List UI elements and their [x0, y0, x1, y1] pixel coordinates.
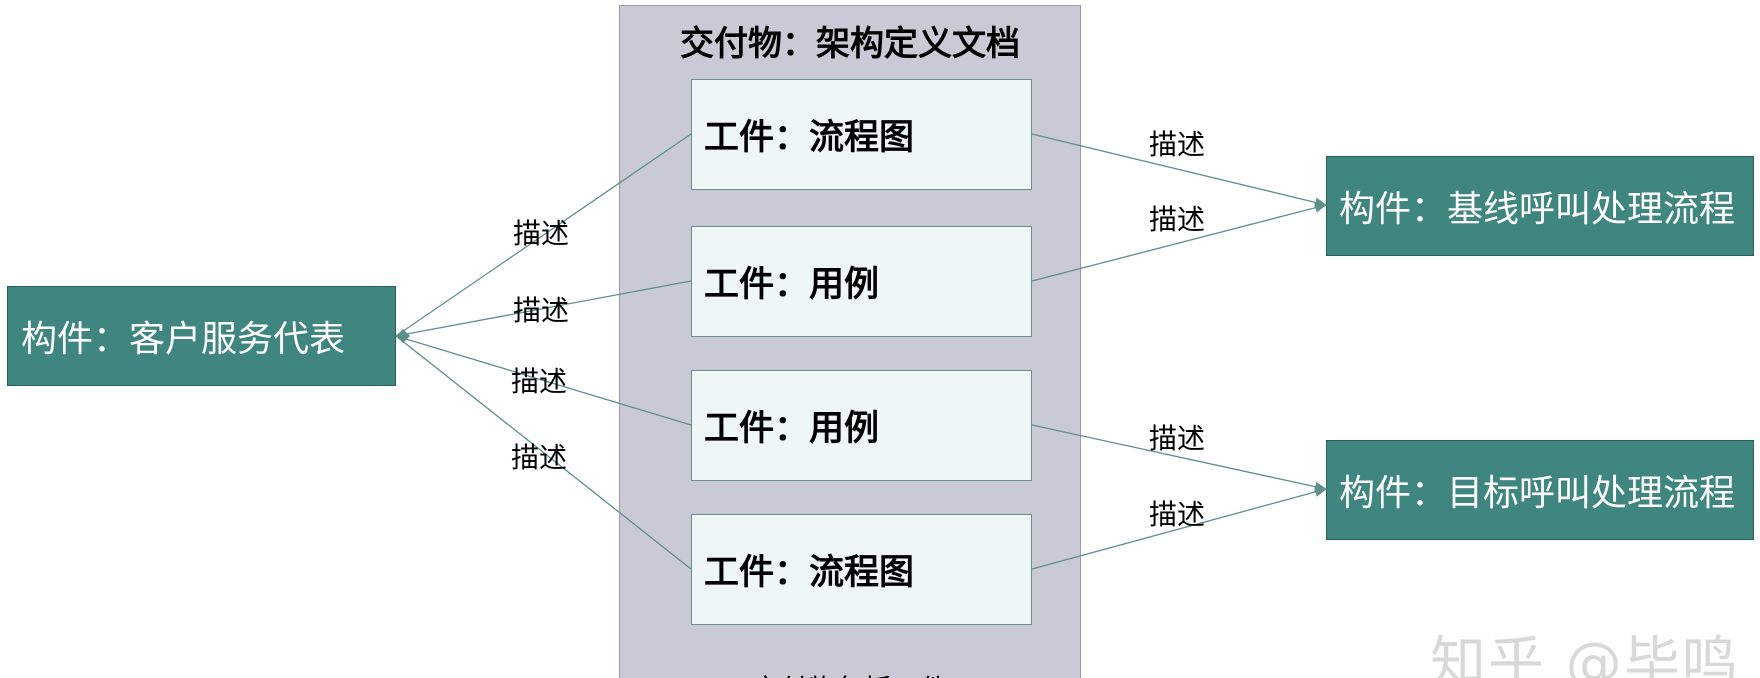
edge-left-2 [395, 280, 692, 337]
edge-label-right-1: 描述 [1149, 128, 1206, 161]
deliverable-title: 交付物：架构定义文档 [680, 24, 1020, 64]
edge-label-right-2: 描述 [1149, 203, 1206, 236]
edge-right-2 [1031, 202, 1327, 282]
edge-label-left-4: 描述 [511, 441, 568, 474]
edge-right-3 [1031, 424, 1327, 492]
edge-label-right-4: 描述 [1149, 498, 1206, 531]
edge-left-4 [395, 335, 692, 570]
artifact-flowchart-1: 工件：流程图 [691, 79, 1032, 190]
component-target-process: 构件：目标呼叫处理流程 [1326, 440, 1754, 540]
diamond-connector [396, 329, 410, 343]
component-baseline-process: 构件：基线呼叫处理流程 [1326, 156, 1754, 256]
artifact-use-case-1: 工件：用例 [691, 226, 1032, 337]
artifact-use-case-2: 工件：用例 [691, 370, 1032, 481]
component-customer-service: 构件：客户服务代表 [7, 286, 396, 386]
edge-left-1 [395, 133, 692, 337]
edge-label-left-2: 描述 [513, 294, 570, 327]
edge-label-left-3: 描述 [511, 365, 568, 398]
edge-label-right-3: 描述 [1149, 422, 1206, 455]
edge-left-3 [395, 335, 692, 426]
deliverable-caption: 交付物包括工件 [620, 668, 1080, 678]
edge-right-1 [1031, 133, 1327, 208]
watermark-text: 知乎 @毕鸣 [1430, 631, 1740, 678]
edge-label-left-1: 描述 [513, 217, 570, 250]
edge-right-4 [1031, 487, 1327, 570]
artifact-flowchart-2: 工件：流程图 [691, 514, 1032, 625]
